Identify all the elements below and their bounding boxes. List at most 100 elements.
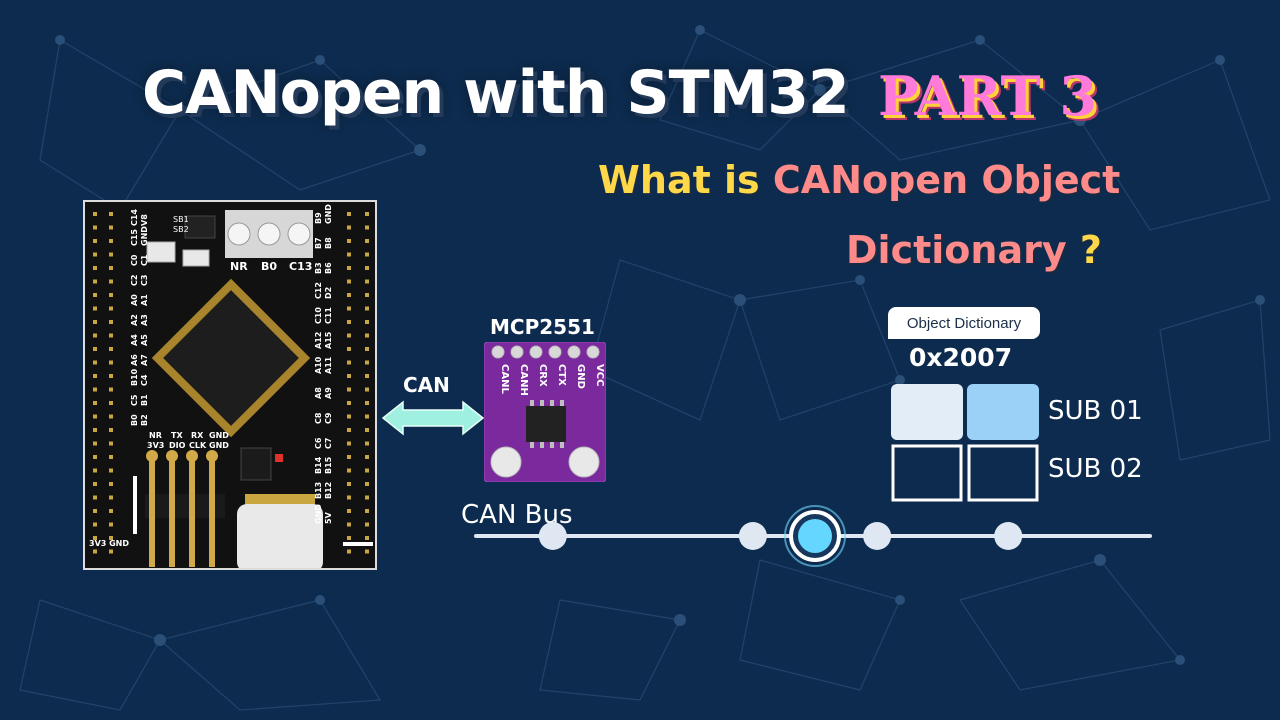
question-prefix: What is [598, 158, 773, 202]
pin-label: A3 [140, 314, 149, 326]
chip-label-sb2: SB2 [173, 225, 189, 234]
bus-node-active-ring [784, 505, 846, 567]
header-label-nr: NR [149, 431, 162, 440]
double-arrow-icon [381, 400, 485, 436]
board-buttons [225, 210, 313, 258]
sub-index-01: SUB 01 [1048, 396, 1143, 426]
mcu-chip [151, 278, 311, 438]
pin-label: A8 [314, 387, 323, 399]
sub-index-02: SUB 02 [1048, 454, 1143, 484]
pin-label: D2 [324, 287, 333, 299]
pin-label: B3 [314, 262, 323, 274]
mount-hole-right [568, 446, 600, 478]
pin-label: GND [314, 504, 323, 524]
pin-label: A12 [314, 332, 323, 349]
pin-label: C0 [130, 254, 139, 266]
crystal-2 [182, 249, 210, 267]
pin-label: C10 [314, 307, 323, 324]
pin-label: C9 [324, 412, 333, 424]
object-dictionary-grid [891, 384, 1039, 502]
pin-label: C4 [140, 374, 149, 386]
header-pins [93, 212, 369, 554]
bottom-label: 3V3 GND [89, 539, 129, 548]
pin-label: A4 [130, 334, 139, 346]
pin-label: A1 [140, 294, 149, 306]
pin-label: C8 [314, 412, 323, 424]
od-cell-4 [967, 444, 1039, 502]
pin-label: A6 [130, 354, 139, 366]
transceiver-name: MCP2551 [490, 315, 595, 339]
pin-label: A2 [130, 314, 139, 326]
pin-label: A0 [130, 294, 139, 306]
transceiver-pin-label: CANH [518, 364, 529, 396]
pin-label: B6 [324, 262, 333, 274]
transceiver-pin-label: GND [575, 364, 586, 389]
pin-label: B2 [140, 414, 149, 426]
pin-label: C5 [130, 394, 139, 406]
pin-label: B12 [324, 482, 333, 499]
pin-label: C7 [324, 438, 333, 449]
pin-label: A15 [324, 331, 333, 349]
led [275, 454, 283, 462]
pin-label: B8 [324, 237, 333, 249]
button-label-c13: C13 [289, 260, 312, 273]
transceiver-ic [526, 406, 566, 442]
bus-node [863, 522, 892, 550]
bus-node-active [798, 519, 832, 553]
pin-label: C3 [140, 275, 149, 286]
transceiver-pin-label: VCC [594, 364, 605, 386]
pin-label: B1 [140, 394, 149, 406]
usb-c-connector [237, 494, 323, 568]
bus-node [994, 522, 1023, 550]
header-label-clk: CLK [189, 441, 207, 450]
pin-label: B15 [324, 456, 333, 474]
silkscreen-bar [343, 542, 373, 546]
pin-label: C14 [130, 209, 139, 226]
header-label-tx: TX [171, 431, 183, 440]
header-label-gnd-2: GND [209, 441, 229, 450]
can-label: CAN [403, 373, 450, 397]
pin-label: C15 [130, 229, 139, 246]
od-cell-1 [891, 384, 963, 440]
pin-label: A9 [324, 387, 333, 399]
pin-label: GND [324, 204, 333, 224]
question-line-2: Dictionary ? [846, 228, 1102, 272]
pin-label: A5 [140, 334, 149, 346]
pin-label: C11 [324, 307, 333, 324]
transceiver-pin-label: CTX [556, 364, 567, 386]
pin-label: C12 [314, 282, 323, 299]
stm32-board-image: NR B0 C13 SB1 SB2 NR TX RX GND 3V3 [83, 200, 377, 570]
od-cell-2 [967, 384, 1039, 440]
regulator [240, 447, 272, 481]
pin-label: C2 [130, 275, 139, 286]
object-index: 0x2007 [909, 343, 1013, 372]
object-dictionary-tag: Object Dictionary [888, 307, 1040, 339]
question-line-2-text: Dictionary [846, 228, 1067, 272]
question-line-1: What is CANopen Object [598, 158, 1120, 202]
smd-chip [184, 215, 216, 239]
question-mark: ? [1079, 228, 1102, 272]
bottom-header [145, 450, 225, 567]
pin-label: C1 [140, 254, 149, 266]
button-label-nr: NR [230, 260, 248, 273]
header-label-dio: DIO [169, 441, 186, 450]
pin-label: B0 [130, 414, 139, 426]
page-title: CANopen with STM32 [142, 58, 850, 128]
pin-label: B10 [130, 368, 139, 386]
chip-label-sb1: SB1 [173, 215, 189, 224]
mount-hole-left [490, 446, 522, 478]
pin-label: 5V [324, 511, 333, 524]
pin-label: GND [140, 226, 149, 246]
header-label-rx: RX [191, 431, 204, 440]
pin-label: A11 [324, 356, 333, 374]
pin-label: B14 [314, 456, 323, 474]
can-bus-line [474, 505, 1152, 567]
od-cell-3 [891, 444, 963, 502]
header-label-gnd: GND [209, 431, 229, 440]
pin-label: C6 [314, 437, 323, 449]
